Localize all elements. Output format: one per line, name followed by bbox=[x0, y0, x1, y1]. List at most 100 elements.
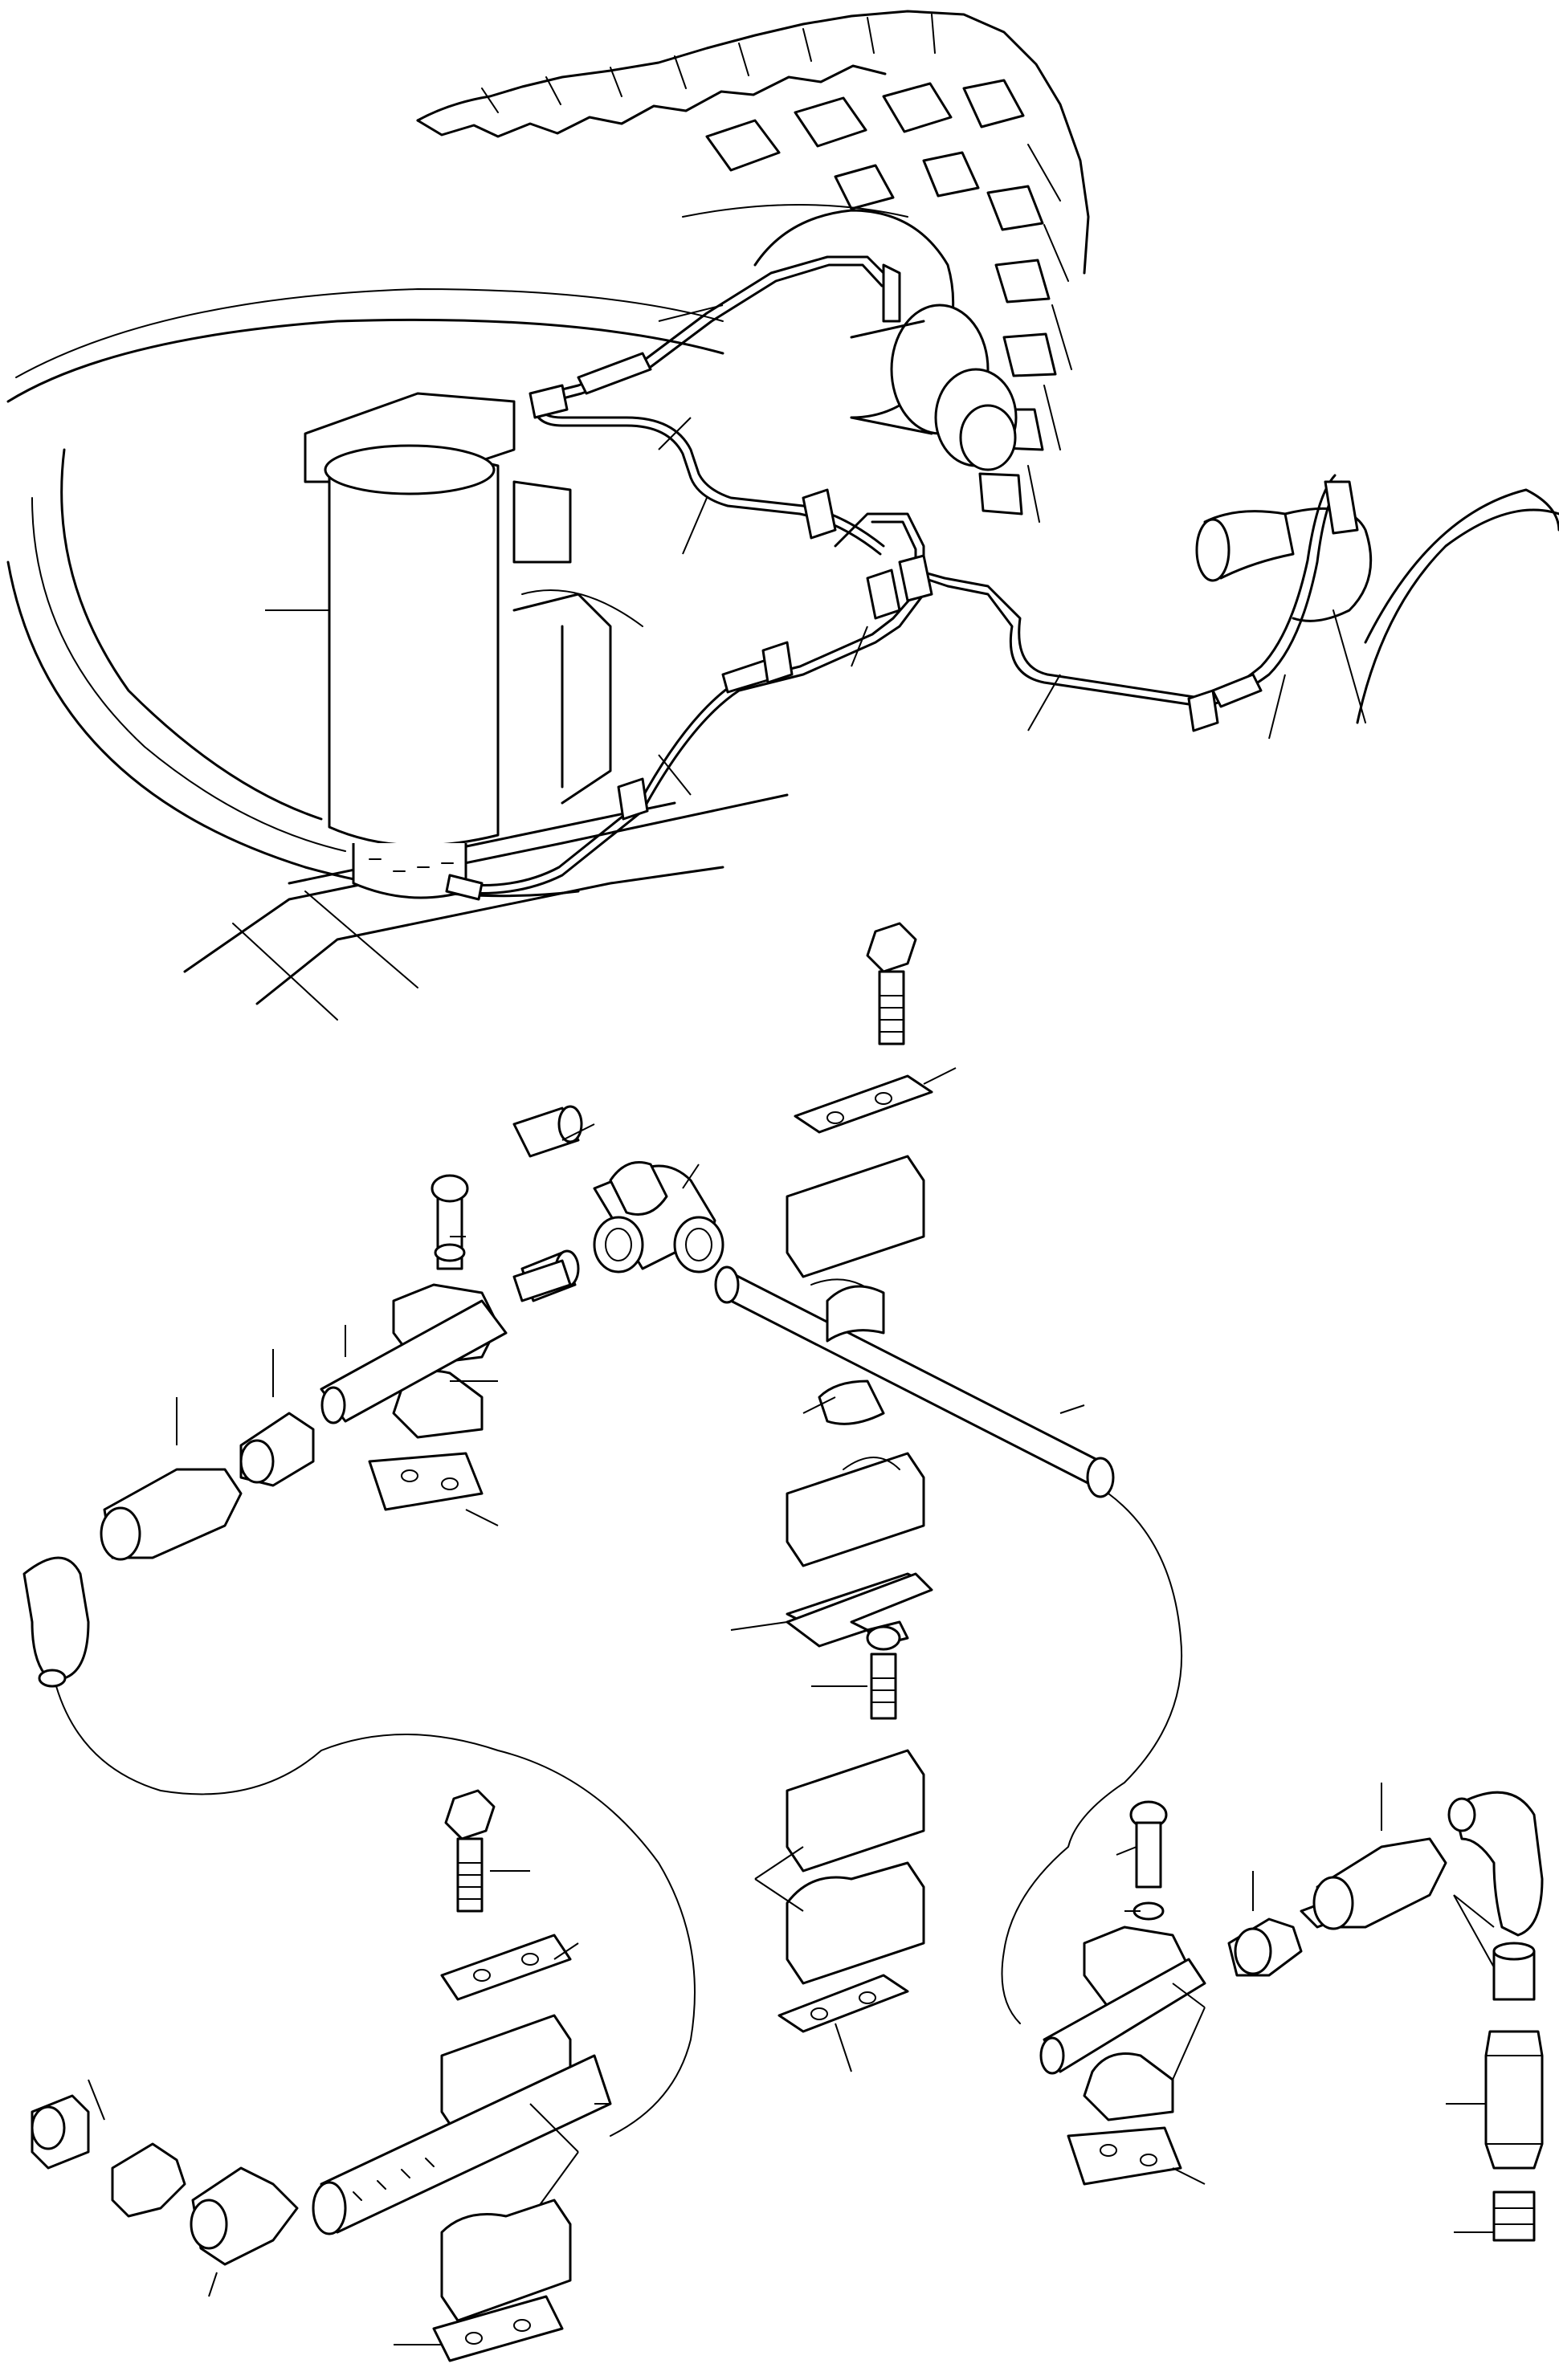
axle-hub-right-stroke bbox=[1364, 488, 1559, 644]
lower-left-clamp-group-stroke bbox=[521, 1953, 539, 1966]
pipe-clips-stroke bbox=[529, 384, 569, 419]
pipe-clips-stroke bbox=[866, 569, 901, 620]
tee-connector-group-stroke bbox=[609, 1161, 668, 1216]
tyre-tread-stroke bbox=[1027, 144, 1072, 523]
clamp-block-upper bbox=[786, 1155, 925, 1278]
pipe-clips-stroke bbox=[1187, 689, 1219, 732]
lower-left-clamp-group-stroke bbox=[553, 1942, 579, 1960]
chassis-frame-stroke bbox=[15, 288, 724, 378]
exploded-view bbox=[22, 922, 1544, 2362]
lower-left-clamp-group-stroke bbox=[513, 2319, 531, 2332]
center-clamp-group-stroke bbox=[879, 995, 904, 1033]
left-clamp-group-stroke bbox=[176, 1349, 274, 1445]
clamp-insert bbox=[826, 1285, 885, 1343]
right-clamp-group-stroke bbox=[1453, 1894, 1495, 1968]
washer bbox=[434, 1243, 466, 1262]
chassis-frame-stroke bbox=[183, 793, 789, 973]
chassis-frame-stroke bbox=[232, 890, 418, 1021]
base-plate bbox=[777, 1974, 909, 2033]
brake-pipe-run bbox=[445, 255, 1359, 901]
hex-bolt-head bbox=[866, 922, 917, 973]
right-clamp-group-stroke bbox=[1234, 1927, 1272, 1975]
cap-screw bbox=[1135, 1821, 1162, 1889]
assembly-leaders-stroke bbox=[658, 754, 692, 796]
long-pipe bbox=[721, 1267, 1110, 1495]
tee-connector-group-stroke bbox=[561, 1123, 700, 1189]
axle-hub-right-stroke bbox=[1356, 508, 1559, 724]
brake-pipe-run-stroke bbox=[577, 352, 652, 395]
right-clamp-group bbox=[1039, 1783, 1544, 2242]
cylindrical-reservoir-stroke bbox=[324, 444, 496, 495]
assembly-leaders-stroke bbox=[1027, 674, 1061, 732]
lower-left-clamp-group-stroke bbox=[473, 1969, 491, 1982]
center-clamp-group-stroke bbox=[923, 1067, 957, 1085]
center-clamp-group-stroke bbox=[859, 1991, 876, 2004]
center-clamp-group-stroke bbox=[866, 1625, 901, 1651]
clamp-plate bbox=[368, 1452, 484, 1511]
lower-left-clamp-group-stroke bbox=[457, 1862, 483, 1900]
brake-pipe-run-stroke bbox=[882, 263, 901, 323]
cylindrical-reservoir-stroke bbox=[328, 454, 500, 847]
right-clamp-group-stroke bbox=[1100, 2144, 1117, 2157]
assembly-leaders-stroke bbox=[851, 626, 868, 667]
center-clamp-group-stroke bbox=[754, 1846, 804, 1912]
exploded-view-stroke bbox=[1086, 1457, 1115, 1498]
axle-hub-right bbox=[1195, 488, 1559, 724]
left-clamp-group-stroke bbox=[401, 1469, 418, 1482]
brake-pipe-run-stroke bbox=[1211, 673, 1263, 708]
assembly-leaders-stroke bbox=[658, 304, 724, 322]
center-clamp-group-stroke bbox=[875, 1092, 892, 1105]
tee-connector-group-stroke bbox=[605, 1228, 632, 1261]
chassis-frame bbox=[6, 288, 789, 1021]
assembly-leaders-stroke bbox=[682, 497, 708, 555]
clamp-block-pair-lower bbox=[786, 1861, 925, 1985]
axle-hub-right-stroke bbox=[1284, 507, 1373, 622]
left-clamp-group-stroke bbox=[320, 1386, 346, 1424]
lower-left-clamp-group-stroke bbox=[190, 2199, 228, 2250]
brake-pipe-run-stroke bbox=[448, 512, 925, 895]
clamp-half-lower bbox=[1083, 2052, 1174, 2121]
axle-hub-right-stroke bbox=[1203, 510, 1295, 580]
clamp-insert-lower bbox=[818, 1380, 885, 1425]
tee-connector-group-stroke bbox=[593, 1216, 644, 1274]
clamp-block-lower bbox=[440, 2199, 572, 2322]
axle-hub-right-stroke bbox=[1195, 518, 1230, 582]
tee-connector-group-stroke bbox=[685, 1228, 712, 1261]
right-clamp-group-stroke bbox=[1447, 1797, 1476, 1832]
clamp-block-lower bbox=[786, 1452, 925, 1567]
center-clamp-group-stroke bbox=[843, 1457, 900, 1470]
center-clamp-group-stroke bbox=[810, 2007, 828, 2020]
left-clamp-group-stroke bbox=[345, 1236, 499, 1526]
tyre-tread bbox=[416, 10, 1090, 523]
pipe-clips bbox=[529, 384, 1219, 821]
assembly-view bbox=[6, 10, 1559, 1021]
chassis-frame-stroke bbox=[512, 593, 612, 805]
center-clamp-group-stroke bbox=[826, 1111, 844, 1124]
lower-left-clamp-group-stroke bbox=[312, 2181, 347, 2235]
pipe-clips-stroke bbox=[898, 554, 933, 602]
slotted-plate bbox=[786, 1572, 933, 1648]
lower-left-clamp-group bbox=[31, 1789, 612, 2362]
tyre-tread-stroke bbox=[416, 10, 1090, 275]
right-clamp-group-stroke bbox=[1140, 2154, 1157, 2166]
right-clamp-group-stroke bbox=[1172, 1983, 1206, 2185]
hex-bolt-head bbox=[444, 1789, 496, 1840]
chassis-frame-stroke bbox=[6, 318, 724, 403]
left-clamp-group-stroke bbox=[441, 1477, 459, 1490]
axle-hub-left-stroke bbox=[959, 404, 1017, 471]
center-clamp-group-stroke bbox=[1001, 1493, 1183, 2024]
right-clamp-group-stroke bbox=[1493, 2207, 1535, 2225]
left-clamp-group-stroke bbox=[239, 1439, 275, 1484]
assembly-leaders-stroke bbox=[1268, 674, 1286, 740]
tee-connector-group-stroke bbox=[673, 1216, 724, 1274]
center-clamp-group-stroke bbox=[802, 1396, 836, 1414]
tyre-tread-stroke bbox=[834, 151, 1044, 231]
top-plate bbox=[794, 1074, 933, 1134]
brake-pipe-run-stroke bbox=[914, 474, 1337, 700]
fitting bbox=[1484, 2030, 1544, 2170]
brake-pipe-run-stroke bbox=[451, 520, 917, 886]
adapter bbox=[1492, 2190, 1536, 2242]
cylindrical-reservoir-stroke bbox=[369, 858, 454, 872]
right-clamp-group-stroke bbox=[1312, 1876, 1354, 1930]
lower-left-clamp-group-stroke bbox=[465, 2332, 483, 2345]
